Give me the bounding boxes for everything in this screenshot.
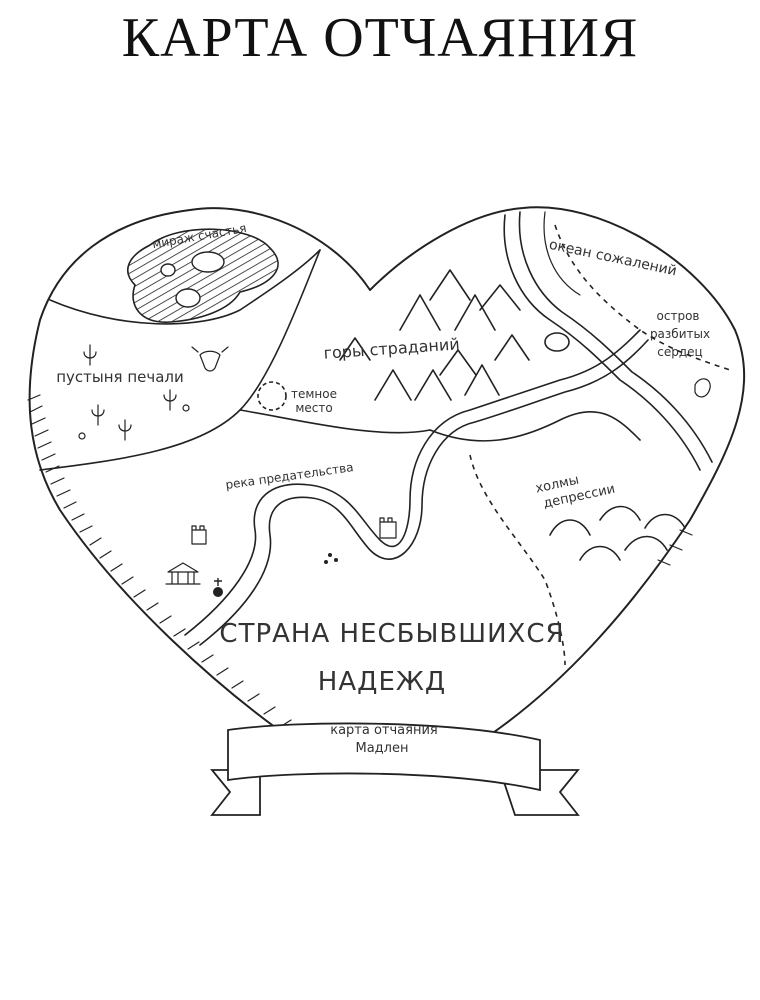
broken-hearts-island — [694, 378, 711, 398]
banner-line-1: карта отчаяния — [330, 723, 438, 738]
grave-icon — [213, 578, 223, 597]
border-desert-south — [39, 409, 241, 471]
mirage-of-happiness — [127, 228, 279, 323]
label-country-1: СТРАНА НЕСБЫВШИХСЯ — [219, 619, 564, 649]
label-island-3: сердец — [657, 345, 702, 359]
hills-dashed-border — [469, 454, 566, 666]
page-title: КАРТА ОТЧАЯНИЯ — [121, 7, 639, 69]
border-mirage-desert — [49, 249, 321, 325]
castle-icon — [191, 517, 397, 545]
edge-shading — [27, 394, 693, 728]
dark-place — [257, 381, 287, 411]
label-country-2: НАДЕЖД — [318, 667, 446, 697]
label-mountains: горы страданий — [323, 334, 460, 362]
mirage-clearing — [160, 263, 176, 277]
label-desert: пустыня печали — [56, 368, 184, 386]
cow-skull-icon — [191, 346, 229, 372]
dots-icon — [324, 553, 338, 564]
lake — [544, 332, 570, 352]
border-south-east — [429, 410, 641, 442]
stone-icon — [78, 404, 190, 440]
mountains — [339, 269, 530, 401]
banner-line-2: Мадлен — [356, 741, 409, 756]
mirage-clearing — [191, 251, 225, 273]
label-dark-place-2: место — [295, 401, 332, 415]
temple-icon — [165, 562, 201, 585]
cactus-icon — [83, 344, 177, 441]
label-island-2: разбитых — [650, 327, 710, 341]
label-river: река предательства — [225, 460, 355, 492]
river-of-betrayal — [184, 329, 641, 636]
label-ocean: океан сожалений — [547, 237, 678, 280]
heart-outline — [28, 206, 746, 771]
ribbon-banner — [210, 722, 580, 816]
label-dark-place-1: темное — [291, 387, 337, 401]
ocean-coast — [503, 214, 701, 471]
hills — [549, 505, 686, 561]
mirage-clearing — [175, 288, 201, 308]
label-island-1: остров — [657, 309, 700, 323]
